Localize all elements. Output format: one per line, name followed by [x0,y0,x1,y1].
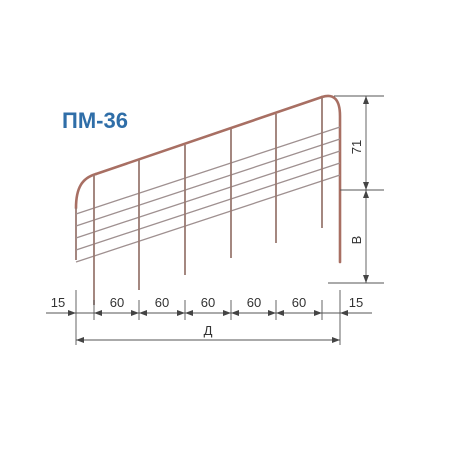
wire-3 [75,150,341,239]
dim-total: Д [204,323,213,338]
arrow-s1a [94,310,102,316]
arrow-s4b [268,310,276,316]
arrow-s6 [340,310,348,316]
dim-seg-4: 60 [201,295,215,310]
wire-1 [75,126,341,215]
arrow-s0 [68,310,76,316]
right-curve [320,94,342,264]
arrow-s4a [231,310,239,316]
arrow-b-bottom [363,275,369,283]
arrow-total-left [76,337,84,343]
dim-seg-5: 60 [247,295,261,310]
arrow-s1b [131,310,139,316]
left-curve [74,172,98,210]
arrow-s2b [177,310,185,316]
arrow-total-right [332,337,340,343]
right-dimensions: 71 В [328,95,384,284]
dim-seg-1: 15 [51,295,65,310]
arrow-s3b [223,310,231,316]
dim-seg-3: 60 [155,295,169,310]
dim-seg-2: 60 [110,295,124,310]
bottom-dimensions: 15 60 60 60 60 60 15 Д [46,290,372,345]
dim-seg-6: 60 [292,295,306,310]
arrow-s5a [276,310,284,316]
arrow-71-bottom [363,182,369,190]
arrow-71-top [363,96,369,104]
arrow-b-top [363,190,369,198]
dim-seg-7: 15 [349,295,363,310]
wire-2 [75,138,341,227]
wire-5 [75,174,341,263]
top-rail [94,95,324,176]
wire-4 [75,162,341,251]
dim-71: 71 [349,140,364,154]
model-title: ПМ-36 [62,108,128,133]
arrow-s2a [139,310,147,316]
arrow-s3a [185,310,193,316]
shelf-divider [74,94,342,305]
dim-b: В [349,236,364,245]
arrow-s5b [314,310,322,316]
